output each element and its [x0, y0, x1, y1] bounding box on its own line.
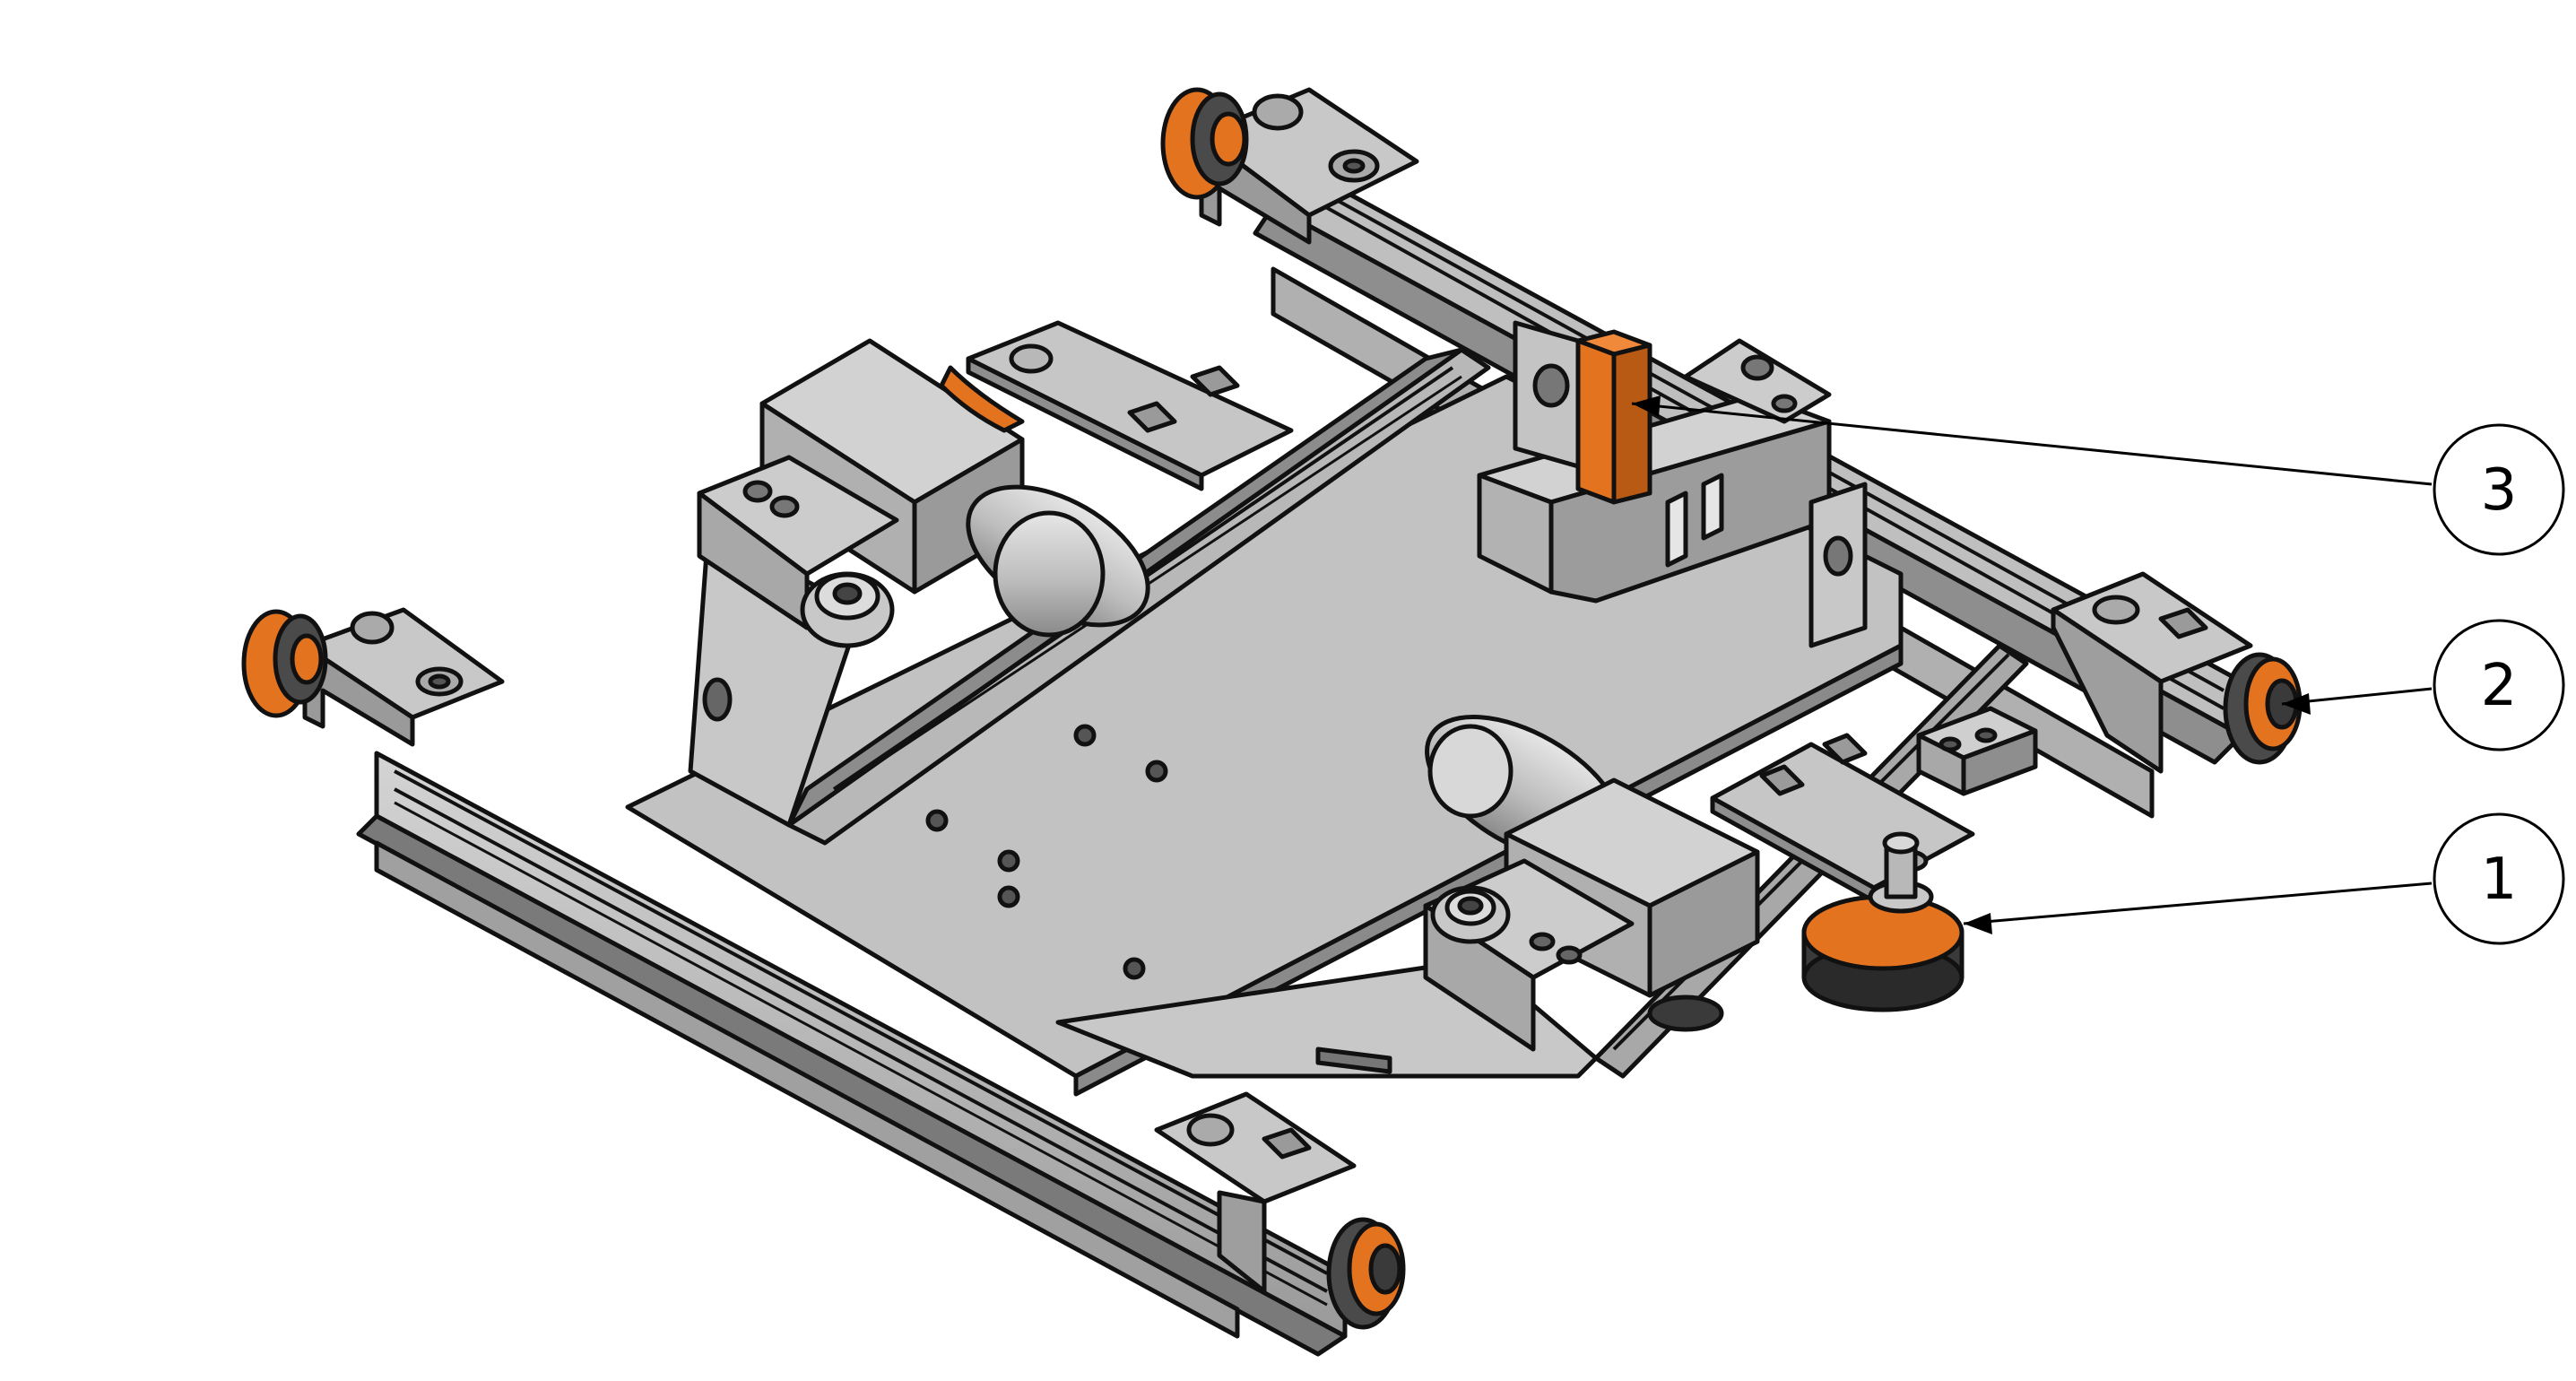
right-vertical-bracket — [1808, 482, 1868, 648]
callout-number-3: 3 — [2481, 457, 2518, 524]
leader-arrowheads — [1632, 395, 2311, 934]
arrowhead-3 — [1632, 395, 1661, 417]
right-clamp-block — [1916, 706, 2038, 796]
orange-locating-pin — [1575, 329, 1652, 505]
arrowhead-1 — [1964, 913, 1992, 934]
leader-line-3 — [1631, 402, 2433, 486]
callout-balloon-2: 2 — [2433, 619, 2565, 751]
rear-motor-angle-plate — [939, 320, 1294, 491]
front-motor-bracket — [1423, 858, 1724, 1052]
front-left-rail — [356, 751, 1348, 1357]
leveling-foot — [1801, 831, 1965, 1012]
callout-balloon-1: 1 — [2433, 812, 2565, 945]
rear-motor-cylinder — [966, 484, 1150, 638]
leader-line-1 — [1963, 882, 2433, 925]
rear-motor-bracket — [697, 455, 899, 648]
center-clamp-block — [1477, 320, 1832, 604]
caster-wheel-front-left — [241, 609, 328, 718]
rear-right-end-bracket — [1199, 87, 1419, 245]
arrowhead-2 — [2282, 693, 2311, 715]
front-left-end-bracket — [302, 607, 505, 747]
right-end-bracket — [2051, 571, 2253, 774]
rear-right-corner-bracket — [1683, 338, 1832, 424]
callout-number-2: 2 — [2481, 653, 2518, 719]
callout-balloon-3: 3 — [2433, 423, 2565, 556]
callout-number-1: 1 — [2481, 847, 2518, 913]
caster-wheel-front-right — [1326, 1217, 1406, 1330]
caster-wheel-rear-left — [1160, 87, 1249, 200]
caster-wheel — [2223, 652, 2303, 765]
front-right-end-bracket — [1154, 1091, 1357, 1294]
